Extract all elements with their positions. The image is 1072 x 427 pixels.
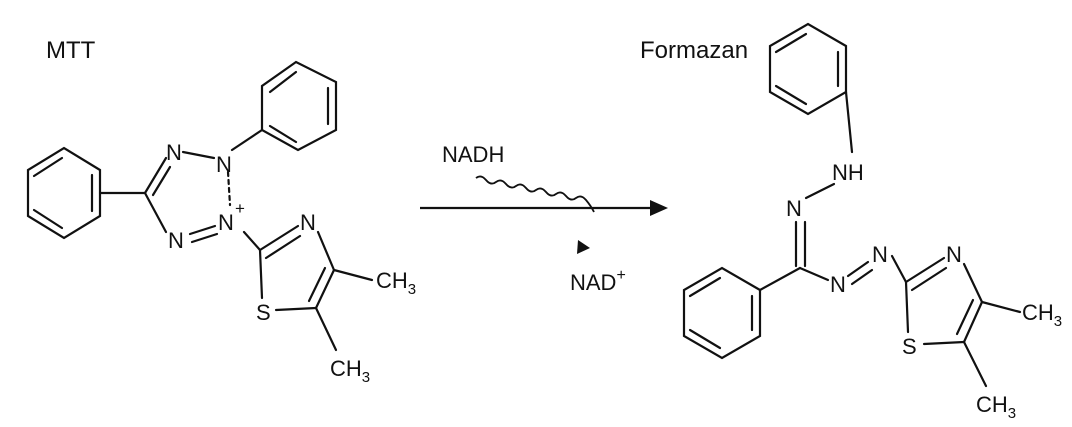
formazan-structure: Formazan NH N N N	[640, 22, 1062, 422]
wavy-arrow-head	[577, 240, 590, 254]
formazan-top-phenyl-ring	[768, 22, 848, 116]
formazan-atom-n-hydrazone: N	[786, 196, 802, 221]
mtt-atom-n4: N	[168, 228, 184, 253]
formazan-atom-n-azo2: N	[872, 242, 888, 267]
reagent-nad-plus-label: NAD+	[570, 267, 626, 295]
reaction-arrow-group: NADH NAD+	[420, 142, 668, 295]
formazan-methyl-a: CH3	[1022, 300, 1062, 330]
reagent-nadh-label: NADH	[442, 142, 504, 167]
formazan-atom-n-azo1: N	[830, 272, 846, 297]
mtt-left-phenyl-ring	[26, 146, 102, 240]
formazan-left-phenyl-ring	[682, 266, 762, 360]
mtt-thiazole-atom-s: S	[256, 300, 271, 325]
formazan-thiazole-atom-n: N	[946, 242, 962, 267]
mtt-atom-n2: N	[216, 152, 232, 177]
mtt-thiazole-ring	[258, 224, 336, 312]
mtt-structure: MTT N N N + N	[26, 37, 416, 386]
mtt-tetrazole-ring	[143, 150, 232, 244]
formazan-thiazole-ring	[904, 256, 984, 346]
mtt-upper-phenyl-ring	[260, 60, 338, 152]
formazan-thiazole-atom-s: S	[902, 334, 917, 359]
formazan-atom-nh: NH	[832, 160, 864, 185]
reaction-arrow-head	[650, 200, 668, 216]
formazan-methyl-b: CH3	[976, 392, 1016, 422]
mtt-atom-n1: N	[166, 140, 182, 165]
mtt-thiazole-atom-n: N	[300, 210, 316, 235]
mtt-atom-n-plus: N	[218, 210, 234, 235]
electron-transfer-wavy-arrow	[475, 175, 595, 213]
mtt-positive-charge: +	[235, 199, 245, 218]
mtt-methyl-a: CH3	[376, 268, 416, 298]
formazan-title: Formazan	[640, 37, 748, 64]
mtt-methyl-b: CH3	[330, 356, 370, 386]
mtt-title: MTT	[46, 37, 96, 64]
